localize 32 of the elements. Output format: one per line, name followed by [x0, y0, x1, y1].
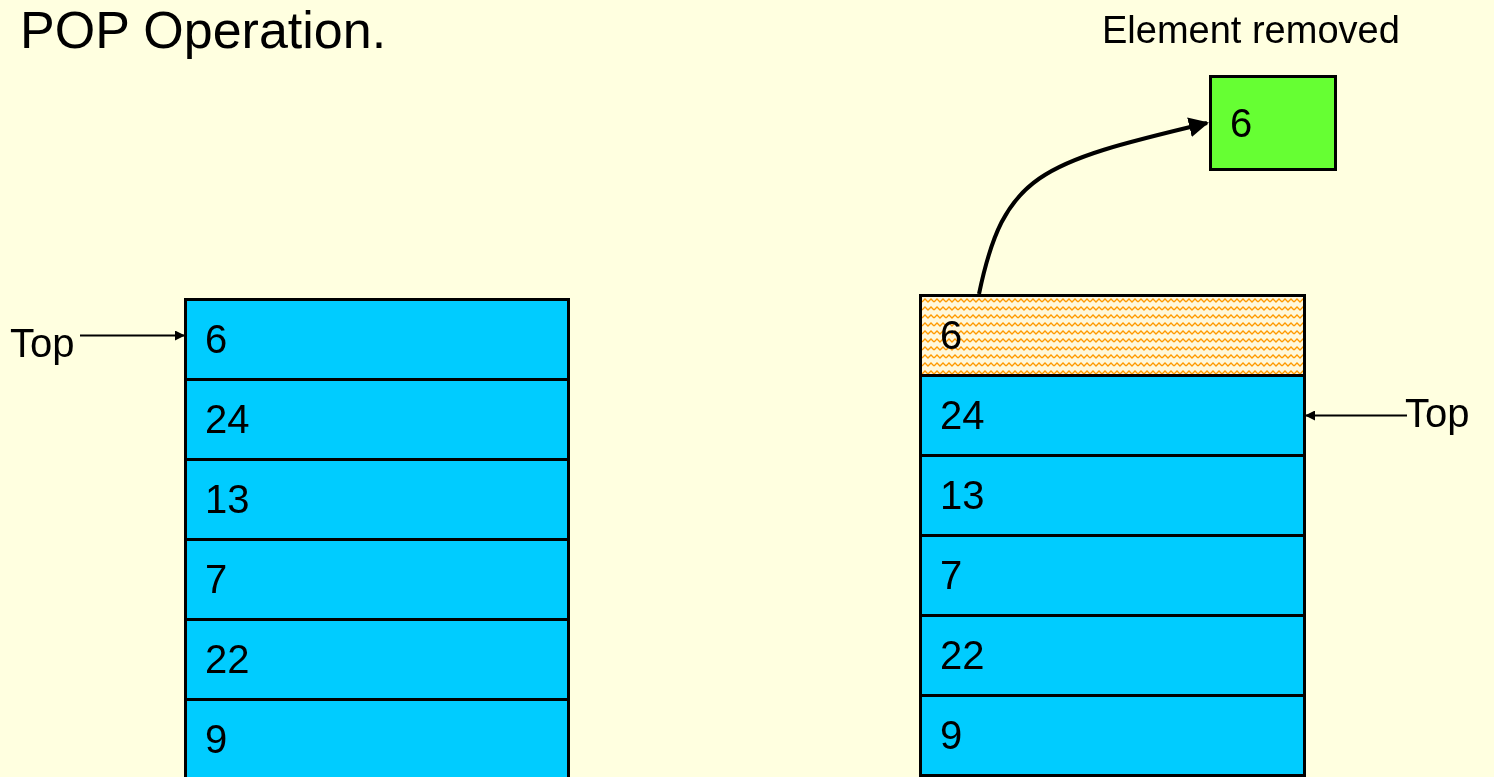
removed-stack-cell — [919, 294, 1306, 377]
stack-cell — [184, 298, 570, 381]
cell-value: 9 — [940, 713, 963, 758]
stack-cell — [919, 374, 1306, 457]
cell-value: 7 — [940, 553, 963, 598]
stack-cell — [184, 378, 570, 461]
stack-cell — [919, 614, 1306, 697]
cell-value: 22 — [940, 633, 985, 678]
pointer-label: Top — [1405, 388, 1485, 438]
cell-value: 6 — [1230, 100, 1253, 146]
cell-value: 22 — [205, 637, 250, 682]
cell-value: 9 — [205, 717, 228, 762]
stack-cell — [184, 458, 570, 541]
cell-value: 7 — [205, 557, 228, 602]
cell-value: 6 — [205, 317, 228, 362]
pointer-label: Top — [10, 318, 90, 368]
arrow — [977, 117, 1209, 295]
stack-cell — [919, 694, 1306, 777]
stack-cell — [919, 454, 1306, 537]
removed-element-box — [1209, 75, 1337, 171]
stack-cell — [184, 698, 570, 777]
arrow — [79, 330, 185, 341]
cell-value: 13 — [205, 477, 250, 522]
stack-cell — [184, 538, 570, 621]
stack-cell — [919, 534, 1306, 617]
cell-value: 13 — [940, 473, 985, 518]
cell-value: 24 — [940, 393, 985, 438]
arrow — [1305, 410, 1408, 421]
cell-value: 24 — [205, 397, 250, 442]
element-caption: Element removed — [1102, 9, 1400, 52]
slide-title: POP Operation. — [20, 0, 387, 60]
stack-cell — [184, 618, 570, 701]
